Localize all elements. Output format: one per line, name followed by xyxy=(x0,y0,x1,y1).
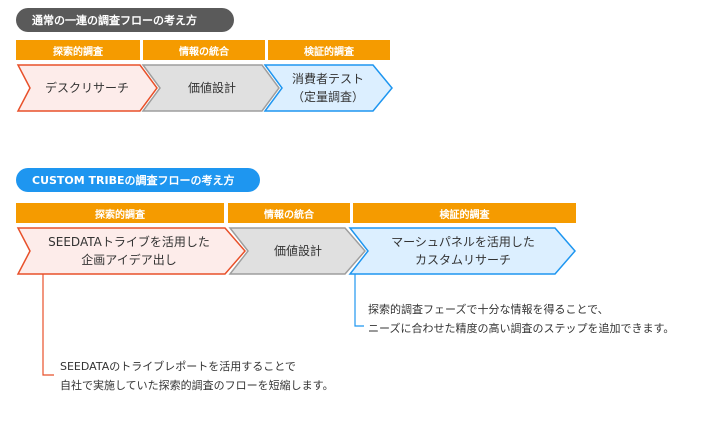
section2-category-verification: 検証的調査 xyxy=(353,203,576,223)
blue-note: 探索的調査フェーズで十分な情報を得ることで、 ニーズに合わせた精度の高い調査のス… xyxy=(368,300,674,338)
blue-callout-line xyxy=(354,274,364,327)
section2-category-integration: 情報の統合 xyxy=(228,203,350,223)
section2-step2-label: 価値設計 xyxy=(248,228,348,274)
section2-step3-line2: カスタムリサーチ xyxy=(414,253,511,267)
section2-step2-line1: 価値設計 xyxy=(273,244,322,258)
section2-title-pill: CUSTOM TRIBEの調査フローの考え方 xyxy=(16,168,260,192)
section1-category-verification: 検証的調査 xyxy=(268,40,390,60)
section2-step3-chevron xyxy=(348,227,576,275)
blue-note-line1: 探索的調査フェーズで十分な情報を得ることで、 xyxy=(368,303,609,316)
section2-step1-line2: 企画アイデア出し xyxy=(81,253,177,267)
section1-step3-chevron xyxy=(263,64,393,112)
section1-step1-label: デスクリサーチ xyxy=(30,65,144,111)
section1-title: 通常の一連の調査フローの考え方 xyxy=(32,14,197,27)
section1-step1-chevron xyxy=(16,64,158,112)
section1-title-pill: 通常の一連の調査フローの考え方 xyxy=(16,8,234,32)
red-note-line1: SEEDATAのトライブレポートを活用することで xyxy=(60,360,296,373)
section1-step3-label: 消費者テスト （定量調査） xyxy=(282,65,374,111)
section1-step1-line1: デスクリサーチ xyxy=(44,81,129,95)
red-note: SEEDATAのトライブレポートを活用することで 自社で実施していた探索的調査の… xyxy=(60,357,334,395)
section2-step3-label: マーシュパネルを活用した カスタムリサーチ xyxy=(368,228,558,274)
section1-step2-line1: 価値設計 xyxy=(187,81,236,95)
section1-step2-chevron xyxy=(141,64,280,112)
section2-step1-chevron xyxy=(16,227,246,275)
section2-title: CUSTOM TRIBEの調査フローの考え方 xyxy=(32,174,235,187)
section2-category-exploratory: 探索的調査 xyxy=(16,203,224,223)
red-note-line2: 自社で実施していた探索的調査のフローを短縮します。 xyxy=(60,379,334,392)
section2-step3-line1: マーシュパネルを活用した xyxy=(391,235,535,249)
section1-category-exploratory: 探索的調査 xyxy=(16,40,140,60)
red-callout-line xyxy=(42,274,54,376)
section2-step2-chevron xyxy=(228,227,366,275)
section1-category-integration: 情報の統合 xyxy=(143,40,265,60)
section1-step3-line2: （定量調査） xyxy=(291,90,364,104)
blue-note-line2: ニーズに合わせた精度の高い調査のステップを追加できます。 xyxy=(368,322,675,335)
section2-step1-label: SEEDATAトライブを活用した 企画アイデア出し xyxy=(30,228,228,274)
section1-step2-label: 価値設計 xyxy=(160,65,264,111)
section2-step1-line1: SEEDATAトライブを活用した xyxy=(48,235,210,249)
section1-step3-line1: 消費者テスト xyxy=(291,72,364,86)
